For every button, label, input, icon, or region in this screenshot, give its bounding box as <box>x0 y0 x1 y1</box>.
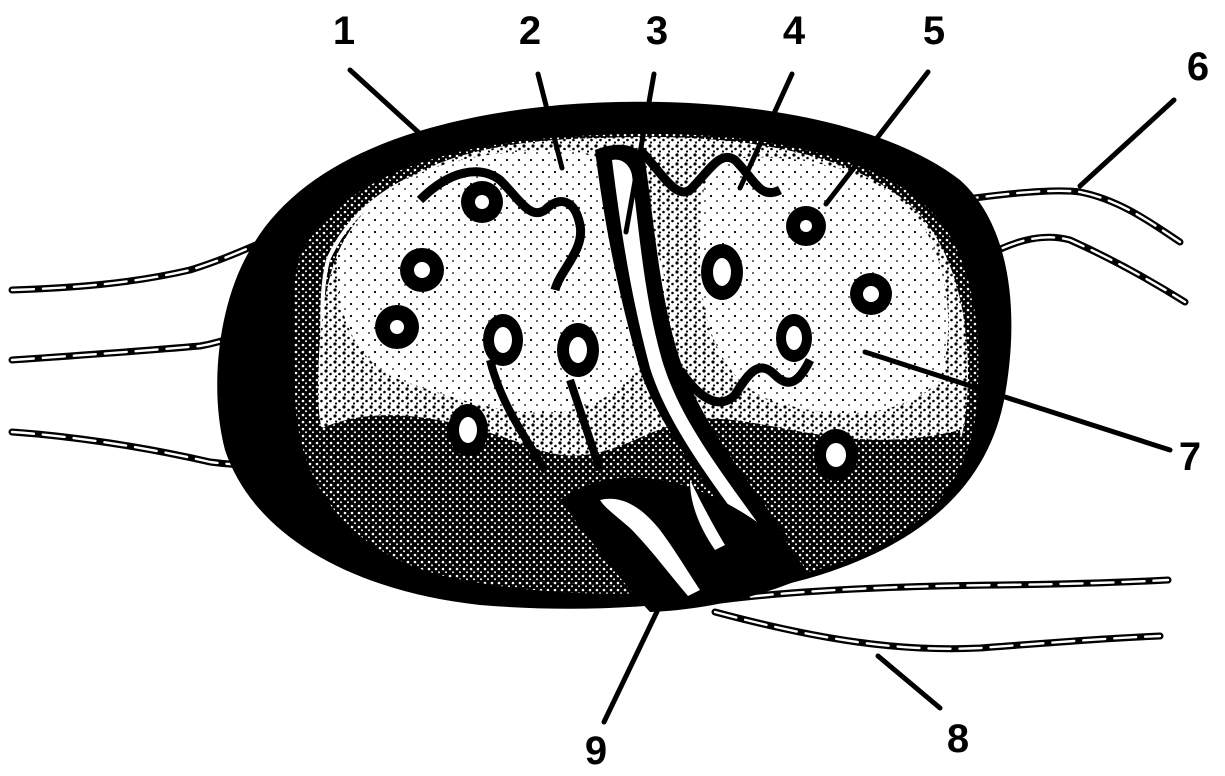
follicle <box>850 273 892 315</box>
follicle-ring <box>557 323 599 377</box>
label-5: 5 <box>923 9 945 53</box>
label-7: 7 <box>1179 435 1201 479</box>
leader-line-6 <box>1080 100 1174 186</box>
follicle <box>461 181 503 223</box>
follicle <box>400 248 444 292</box>
label-4: 4 <box>783 9 806 53</box>
follicle-ring <box>776 314 812 362</box>
follicle-ring <box>814 429 858 481</box>
label-3: 3 <box>646 9 668 53</box>
label-9: 9 <box>585 729 607 773</box>
follicle-ring <box>448 404 488 456</box>
efferent-vessels <box>715 580 1168 649</box>
follicle <box>786 206 826 246</box>
follicle-ring <box>483 314 523 366</box>
label-6: 6 <box>1187 45 1209 89</box>
leader-line-8 <box>878 656 940 708</box>
follicle-ring <box>701 244 743 300</box>
label-2: 2 <box>519 9 541 53</box>
leader-line-9 <box>604 597 664 722</box>
label-8: 8 <box>947 717 969 761</box>
label-1: 1 <box>333 9 355 53</box>
follicle <box>375 305 419 349</box>
